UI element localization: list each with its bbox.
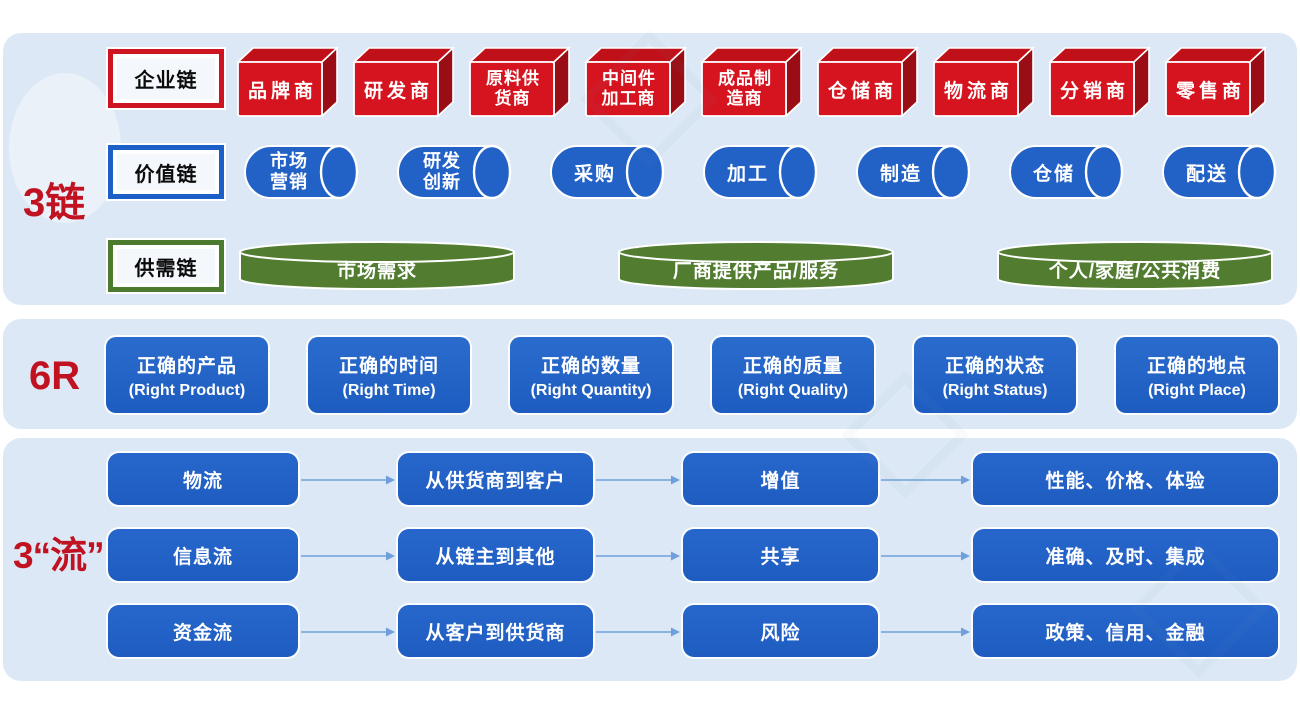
six-r-box: 正确的时间 (Right Time) — [308, 337, 470, 413]
enterprise-box-label: 品牌商 — [247, 80, 317, 102]
chains-label: 3链 — [23, 181, 86, 225]
six-r-box-subtitle: (Right Time) — [342, 381, 436, 399]
flow-box: 风险 — [683, 605, 878, 657]
chains-panel: 3链 企业链 品牌商 研发商 原料供货商 中间件加工商 成品制造商 仓储商 物流… — [3, 33, 1297, 305]
flow-box: 增值 — [683, 453, 878, 505]
supply-drum-label: 厂商提供产品/服务 — [672, 260, 840, 282]
enterprise-box: 分销商 — [1047, 46, 1152, 118]
enterprise-box: 物流商 — [931, 46, 1036, 118]
flow-box: 共享 — [683, 529, 878, 581]
six-r-box: 正确的产品 (Right Product) — [106, 337, 268, 413]
supply-drum: 市场需求 — [237, 240, 517, 292]
flows-label: 3“流” — [13, 535, 105, 576]
flow-arrow-icon — [596, 625, 680, 643]
enterprise-box: 仓储商 — [815, 46, 920, 118]
flow-box: 物流 — [108, 453, 298, 505]
value-cylinder: 加工 — [701, 144, 819, 200]
value-chain-tag: 价值链 — [108, 145, 224, 199]
flow-box: 准确、及时、集成 — [973, 529, 1278, 581]
flow-box: 从供货商到客户 — [398, 453, 593, 505]
supply-drum: 厂商提供产品/服务 — [616, 240, 896, 292]
six-r-box-subtitle: (Right Quality) — [737, 381, 849, 399]
value-cylinder-label: 仓储 — [1032, 163, 1075, 185]
six-r-box: 正确的数量 (Right Quantity) — [510, 337, 672, 413]
six-r-box-subtitle: (Right Quantity) — [530, 381, 652, 399]
enterprise-chain-tag: 企业链 — [108, 49, 224, 108]
watermark-shape — [9, 73, 121, 223]
flow-arrow-icon — [301, 549, 395, 567]
value-cylinder: 采购 — [548, 144, 666, 200]
supply-drum: 个人/家庭/公共消费 — [995, 240, 1275, 292]
value-cylinder-label: 制造 — [879, 163, 922, 185]
value-cylinder-label: 采购 — [573, 163, 616, 185]
six-r-box-title: 正确的数量 — [540, 355, 641, 377]
flow-box: 性能、价格、体验 — [973, 453, 1278, 505]
six-r-box: 正确的质量 (Right Quality) — [712, 337, 874, 413]
enterprise-row: 品牌商 研发商 原料供货商 中间件加工商 成品制造商 仓储商 物流商 分销商 零… — [235, 46, 1268, 118]
enterprise-box-label: 成品制造商 — [718, 68, 772, 108]
value-cylinder-label: 市场营销 — [270, 151, 308, 192]
value-cylinder-label: 配送 — [1185, 163, 1228, 185]
six-r-box-title: 正确的时间 — [338, 355, 439, 377]
enterprise-box-label: 中间件加工商 — [601, 68, 656, 108]
six-r-box-title: 正确的状态 — [944, 355, 1045, 377]
supply-drum-label: 市场需求 — [336, 260, 417, 282]
enterprise-box-label: 分销商 — [1059, 80, 1129, 102]
enterprise-box-label: 仓储商 — [827, 80, 897, 102]
enterprise-box-label: 零售商 — [1175, 80, 1245, 102]
six-r-box-title: 正确的地点 — [1146, 355, 1247, 377]
enterprise-box: 原料供货商 — [467, 46, 572, 118]
six-r-box: 正确的状态 (Right Status) — [914, 337, 1076, 413]
flow-arrow-icon — [596, 549, 680, 567]
six-r-box-title: 正确的产品 — [136, 355, 237, 377]
flow-arrow-icon — [881, 473, 970, 491]
value-cylinder: 市场营销 — [242, 144, 360, 200]
value-cylinder: 仓储 — [1007, 144, 1125, 200]
flow-box: 资金流 — [108, 605, 298, 657]
flow-arrow-icon — [881, 549, 970, 567]
six-r-box-subtitle: (Right Status) — [942, 381, 1048, 399]
six-r-box-title: 正确的质量 — [742, 355, 843, 377]
flow-box: 从客户到供货商 — [398, 605, 593, 657]
enterprise-box: 研发商 — [351, 46, 456, 118]
value-row: 市场营销 研发创新 采购 加工 制造 仓储 配送 — [242, 144, 1278, 200]
value-cylinder: 研发创新 — [395, 144, 513, 200]
flow-box: 政策、信用、金融 — [973, 605, 1278, 657]
enterprise-box: 成品制造商 — [699, 46, 804, 118]
six-r-box-subtitle: (Right Product) — [128, 381, 246, 399]
enterprise-box: 零售商 — [1163, 46, 1268, 118]
enterprise-box-label: 研发商 — [363, 80, 433, 102]
supply-drum-label: 个人/家庭/公共消费 — [1048, 260, 1222, 282]
flow-row: 资金流 从客户到供货商 风险 政策、信用、金融 — [3, 605, 1297, 657]
six-r-box-subtitle: (Right Place) — [1148, 381, 1246, 399]
value-cylinder-label: 加工 — [726, 163, 769, 185]
flow-arrow-icon — [301, 625, 395, 643]
flow-arrow-icon — [881, 625, 970, 643]
six-r-box: 正确的地点 (Right Place) — [1116, 337, 1278, 413]
value-cylinder-label: 研发创新 — [423, 151, 461, 192]
supply-chain-tag: 供需链 — [108, 240, 224, 292]
six-r-label: 6R — [29, 354, 81, 398]
six-r-panel: 6R 正确的产品 (Right Product) 正确的时间 (Right Time)… — [3, 319, 1297, 429]
flow-box: 信息流 — [108, 529, 298, 581]
flow-row: 信息流 从链主到其他 共享 准确、及时、集成 — [3, 529, 1297, 581]
enterprise-box: 品牌商 — [235, 46, 340, 118]
flows-panel: 3“流” 物流 从供货商到客户 增值 性能、价格、体验 信息流 从链主到其他 共享 准确、及… — [3, 438, 1297, 681]
flow-box: 从链主到其他 — [398, 529, 593, 581]
enterprise-box-label: 物流商 — [943, 80, 1013, 102]
value-cylinder: 制造 — [854, 144, 972, 200]
flow-arrow-icon — [301, 473, 395, 491]
flow-row: 物流 从供货商到客户 增值 性能、价格、体验 — [3, 453, 1297, 505]
enterprise-box-label: 原料供货商 — [486, 68, 540, 108]
value-cylinder: 配送 — [1160, 144, 1278, 200]
flow-arrow-icon — [596, 473, 680, 491]
supply-row: 市场需求 厂商提供产品/服务 个人/家庭/公共消费 — [237, 240, 1275, 292]
enterprise-box: 中间件加工商 — [583, 46, 688, 118]
